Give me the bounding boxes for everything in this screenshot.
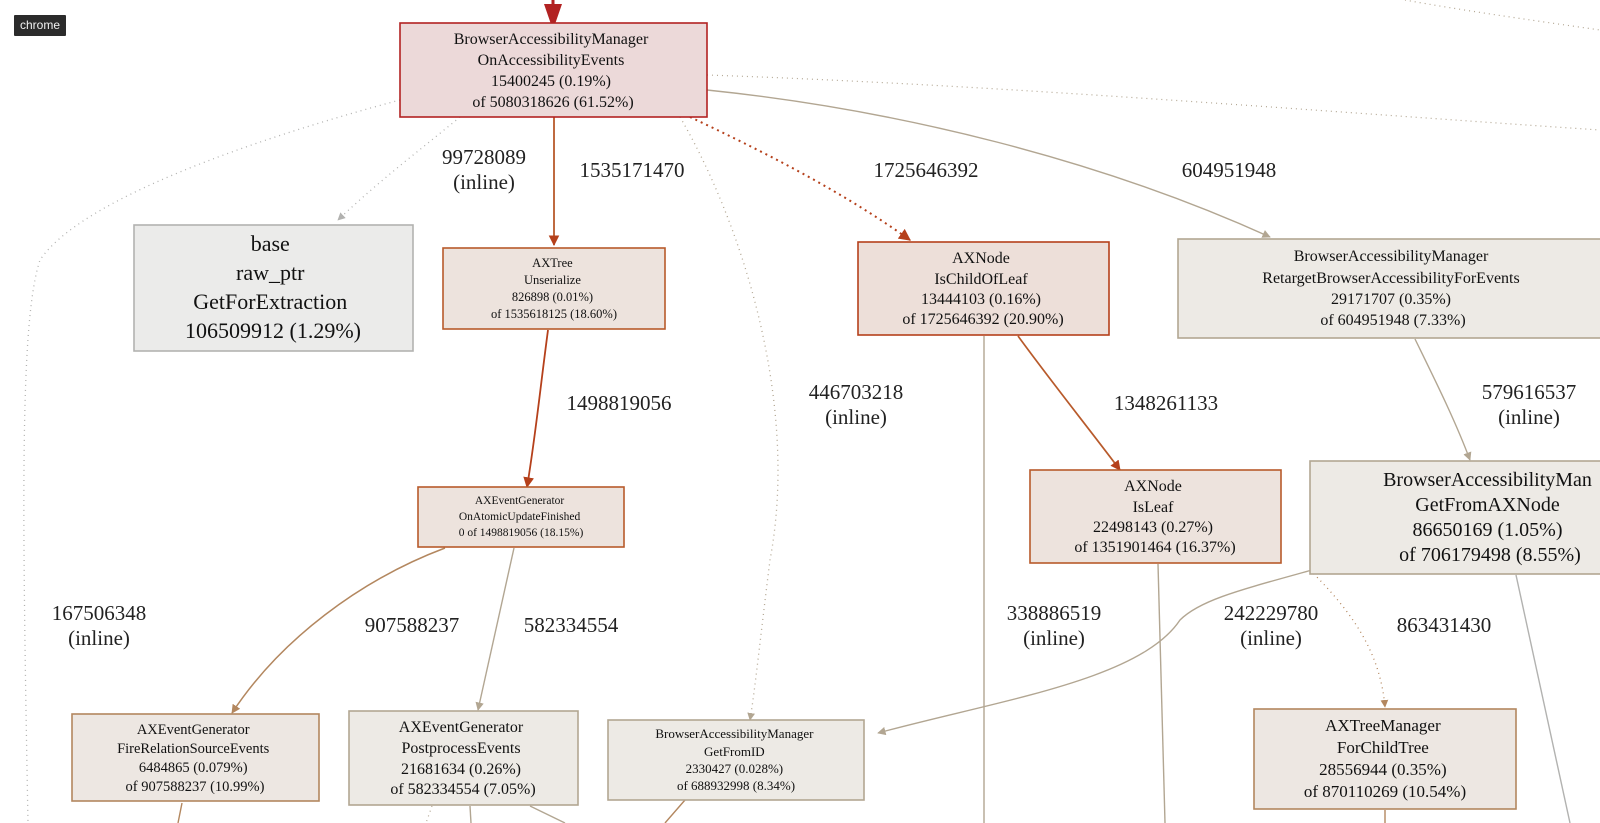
- graph-node[interactable]: AXTreeManager ForChildTree 28556944 (0.3…: [1253, 708, 1517, 810]
- graph-node[interactable]: AXEventGenerator FireRelationSourceEvent…: [71, 713, 320, 802]
- node-label: BrowserAccessibilityManager OnAccessibil…: [454, 31, 653, 111]
- edge-label: 907588237: [365, 613, 460, 637]
- graph-node[interactable]: AXEventGenerator PostprocessEvents 21681…: [348, 710, 579, 806]
- node-box: [417, 486, 625, 548]
- node-label: AXTreeManager ForChildTree 28556944 (0.3…: [1304, 716, 1466, 801]
- edge-getfromax-to-getfromid: [877, 569, 1313, 736]
- node-box: [857, 241, 1110, 336]
- edge-onatomic-to-fire: [231, 547, 446, 714]
- edge-getfromax-down: [1515, 574, 1571, 823]
- graph-node[interactable]: BrowserAccessibilityManager OnAccessibil…: [399, 22, 708, 118]
- edge-label: 1535171470: [580, 158, 685, 182]
- node-box: [1029, 469, 1282, 564]
- edge-postprocess-down-1: [425, 805, 433, 823]
- node-label: AXTree Unserialize 826898 (0.01%) of 153…: [491, 256, 617, 321]
- node-label: BrowserAccessibilityManager GetFromID 23…: [655, 726, 816, 793]
- graph-node[interactable]: AXNode IsChildOfLeaf 13444103 (0.16%) of…: [857, 241, 1110, 336]
- node-box: [607, 719, 865, 801]
- edge-label: 1498819056: [567, 391, 672, 415]
- edge-root-offscreen-right-1: [706, 74, 1600, 131]
- node-label: AXEventGenerator PostprocessEvents 21681…: [390, 719, 535, 798]
- edges: [23, 0, 1600, 823]
- edge-label: 1725646392: [874, 158, 979, 182]
- edge-onatomic-to-postprocess: [475, 547, 515, 711]
- edge-offscreen-top-right: [1404, 0, 1600, 31]
- node-label: AXEventGenerator OnAtomicUpdateFinished …: [459, 495, 584, 539]
- graph-node[interactable]: BrowserAccessibilityManager GetFromID 23…: [607, 719, 865, 801]
- node-label: BrowserAccessibilityManager RetargetBrow…: [1262, 248, 1523, 329]
- graph-node[interactable]: AXEventGenerator OnAtomicUpdateFinished …: [417, 486, 625, 548]
- profile-tag: chrome: [14, 15, 67, 36]
- edge-label: 579616537(inline): [1482, 380, 1577, 429]
- edge-retarget-to-getfromax: [1414, 338, 1472, 461]
- nodes: BrowserAccessibilityManager OnAccessibil…: [71, 22, 1600, 810]
- node-label: base raw_ptr GetForExtraction 106509912 …: [185, 231, 361, 343]
- graph-node[interactable]: AXTree Unserialize 826898 (0.01%) of 153…: [442, 247, 666, 330]
- edge-label: 582334554: [524, 613, 619, 637]
- edge-postprocess-down-2: [469, 805, 472, 823]
- node-box: [1309, 460, 1600, 575]
- graph-node[interactable]: BrowserAccessibilityMan GetFromAXNode 86…: [1309, 460, 1600, 575]
- node-label: AXEventGenerator FireRelationSourceEvent…: [117, 722, 273, 795]
- edge-label: 446703218(inline): [809, 380, 904, 429]
- edge-postprocess-down-3: [529, 805, 566, 823]
- edge-label: 167506348(inline): [52, 601, 147, 650]
- edge-unserialize-to-onatomic: [523, 329, 549, 489]
- edge-root-to-raw-ptr: [337, 116, 461, 221]
- node-label: AXNode IsLeaf 22498143 (0.27%) of 135190…: [1074, 478, 1235, 556]
- edge-labels: 99728089(inline) 1535171470 1725646392 6…: [52, 145, 1577, 650]
- edge-label: 863431430: [1397, 613, 1492, 637]
- node-box: [348, 710, 579, 806]
- node-box: [133, 224, 414, 352]
- edge-root-to-getfromid: [679, 116, 779, 721]
- node-box: [71, 713, 320, 802]
- edge-isleaf-to-forchild: [1309, 569, 1389, 708]
- edge-label: 1348261133: [1114, 391, 1218, 415]
- edge-getfromid-down: [664, 799, 686, 823]
- edge-incoming-arrowhead: [544, 4, 562, 30]
- node-label: AXNode IsChildOfLeaf 13444103 (0.16%) of…: [902, 250, 1063, 328]
- graph-node[interactable]: AXNode IsLeaf 22498143 (0.27%) of 135190…: [1029, 469, 1282, 564]
- edge-fire-down: [177, 802, 183, 823]
- node-box: [442, 247, 666, 330]
- graph-node[interactable]: base raw_ptr GetForExtraction 106509912 …: [133, 224, 414, 352]
- node-box: [1253, 708, 1517, 810]
- edge-label: 99728089(inline): [442, 145, 526, 194]
- edge-label: 242229780(inline): [1224, 601, 1319, 650]
- edge-label: 338886519(inline): [1007, 601, 1102, 650]
- node-box: [1177, 238, 1600, 339]
- graph-node[interactable]: BrowserAccessibilityManager RetargetBrow…: [1177, 238, 1600, 339]
- edge-label: 604951948: [1182, 158, 1277, 182]
- node-box: [399, 22, 708, 118]
- edge-ischild-to-isleaf: [1017, 335, 1121, 471]
- edge-isleaf-down: [1157, 563, 1166, 823]
- node-label: BrowserAccessibilityMan GetFromAXNode 86…: [1383, 469, 1597, 566]
- edge-root-to-retarget: [706, 89, 1271, 238]
